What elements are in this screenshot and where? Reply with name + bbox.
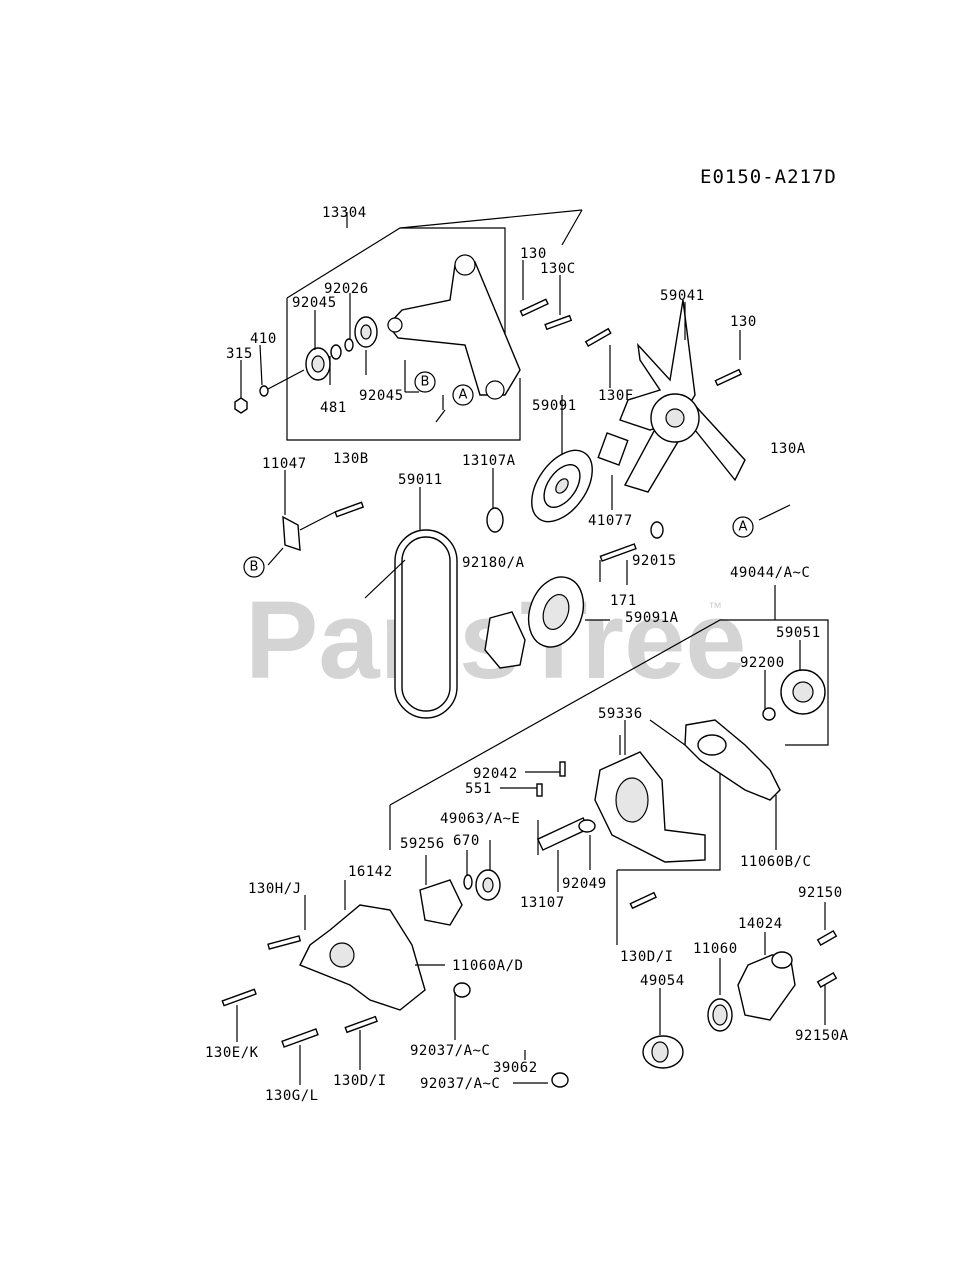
part-11060b-c: 11060B/C: [740, 854, 811, 870]
part-315: 315: [226, 346, 253, 362]
part-49044-a-c: 49044/A~C: [730, 565, 810, 581]
pulley-bearing-left: [234, 316, 378, 414]
part-92042: 92042: [473, 766, 518, 782]
part-130g-l: 130G/L: [265, 1088, 319, 1104]
callout-b-left: B: [243, 556, 265, 578]
part-130c: 130C: [540, 261, 576, 277]
hose-39062: [504, 998, 569, 1088]
svg-text:A: A: [459, 388, 468, 403]
svg-text:B: B: [421, 375, 430, 390]
water-pump-body: [594, 719, 721, 871]
part-39062: 39062: [493, 1060, 538, 1076]
part-130-fan: 130: [730, 314, 757, 330]
callout-a-top: A: [452, 384, 474, 406]
part-92150a: 92150A: [795, 1028, 849, 1044]
part-410: 410: [250, 331, 277, 347]
part-92180-a: 92180/A: [462, 555, 525, 571]
diagram-code: E0150-A217D: [700, 166, 837, 188]
part-670: 670: [453, 833, 480, 849]
v-belt: [364, 529, 458, 719]
part-130-top: 130: [520, 246, 547, 262]
pump-gasket-11060bc: [684, 719, 781, 801]
part-92045-a: 92045: [292, 295, 337, 311]
part-59256: 59256: [400, 836, 445, 852]
part-13304: 13304: [322, 205, 367, 221]
callout-b-top: B: [414, 371, 436, 393]
part-130d-i-right: 130D/I: [620, 949, 674, 965]
part-92150: 92150: [798, 885, 843, 901]
callout-a-right: A: [732, 516, 754, 538]
drive-gear: [762, 669, 826, 721]
part-11047: 11047: [262, 456, 307, 472]
part-130d-i-left: 130D/I: [333, 1073, 387, 1089]
idler-bracket-11047: [282, 501, 365, 551]
part-92045-b: 92045: [359, 388, 404, 404]
part-92049: 92049: [562, 876, 607, 892]
part-59091: 59091: [532, 398, 577, 414]
thermostat-housing: [629, 891, 838, 1069]
part-59051: 59051: [776, 625, 821, 641]
fan-pulley: [486, 432, 629, 533]
part-11060: 11060: [693, 941, 738, 957]
part-59336: 59336: [598, 706, 643, 722]
bracket-assembly-frame: [286, 209, 583, 441]
part-59041: 59041: [660, 288, 705, 304]
part-13107a: 13107A: [462, 453, 516, 469]
part-130b: 130B: [333, 451, 369, 467]
part-92015: 92015: [632, 553, 677, 569]
part-49054: 49054: [640, 973, 685, 989]
leader-lines: [236, 260, 826, 1085]
bolts-130: [519, 298, 612, 348]
part-11060a-d: 11060A/D: [452, 958, 523, 974]
part-92037-a-c-top: 92037/A~C: [410, 1043, 490, 1059]
part-14024: 14024: [738, 916, 783, 932]
cooling-fan: [619, 299, 746, 493]
pump-cover: [221, 904, 471, 1048]
tensioner-bracket: [387, 254, 521, 400]
part-16142: 16142: [348, 864, 393, 880]
pump-shaft: [536, 761, 596, 851]
impeller-and-seal: [419, 869, 501, 926]
part-59011: 59011: [398, 472, 443, 488]
svg-text:B: B: [250, 560, 259, 575]
part-49063-a-e: 49063/A~E: [440, 811, 520, 827]
part-130a: 130A: [770, 441, 806, 457]
part-92026: 92026: [324, 281, 369, 297]
part-171: 171: [610, 593, 637, 609]
svg-text:A: A: [739, 520, 748, 535]
part-92200: 92200: [740, 655, 785, 671]
part-130h-j: 130H/J: [248, 881, 302, 897]
part-59091a: 59091A: [625, 610, 679, 626]
trademark-symbol: ™: [708, 599, 722, 615]
part-labels: 13304 130 130C 92026 92045 410 315 481 9…: [205, 205, 849, 1104]
part-130f: 130F: [598, 388, 634, 404]
gear-group-frame: [389, 619, 829, 850]
part-13107: 13107: [520, 895, 565, 911]
part-92037-a-c-bottom: 92037/A~C: [420, 1076, 500, 1092]
part-481: 481: [320, 400, 347, 416]
part-41077: 41077: [588, 513, 633, 529]
part-130e-k: 130E/K: [205, 1045, 259, 1061]
pulley-spacer: [484, 521, 664, 669]
part-551: 551: [465, 781, 492, 797]
